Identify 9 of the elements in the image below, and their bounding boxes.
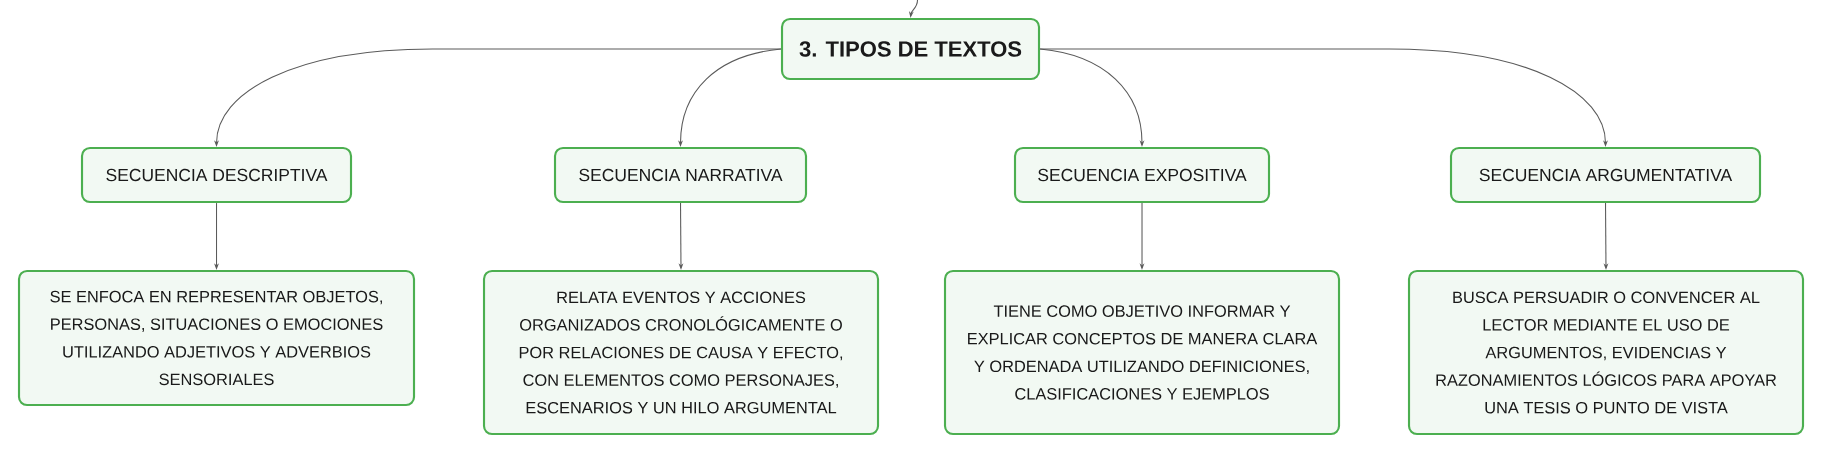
description-box: TIENE COMO OBJETIVO INFORMAR Y EXPLICAR CONCEPTOS DE MANERA CLARA Y ORDENADA UTILIZANDO DEFINICIONES, CLASIFICACIONES Y EJEMPLOS [943, 269, 1341, 436]
description-box: RELATA EVENTOS Y ACCIONES ORGANIZADOS CRONOLÓGICAMENTE O POR RELACIONES DE CAUSA Y EFECTO, CON ELEMENTOS COMO PERSONAJES, ESCENARIOS Y UN HILO ARGUMENTAL [482, 269, 880, 436]
category-box: SECUENCIA EXPOSITIVA [1013, 146, 1271, 204]
category-box: SECUENCIA NARRATIVA [553, 146, 808, 204]
category-box: SECUENCIA DESCRIPTIVA [80, 146, 353, 204]
description-box: SE ENFOCA EN REPRESENTAR OBJETOS, PERSONAS, SITUACIONES O EMOCIONES UTILIZANDO ADJETIVOS Y ADVERBIOS SENSORIALES [17, 269, 416, 407]
category-box: SECUENCIA ARGUMENTATIVA [1449, 146, 1762, 204]
description-box: BUSCA PERSUADIR O CONVENCER AL LECTOR MEDIANTE EL USO DE ARGUMENTOS, EVIDENCIAS Y RAZONAMIENTOS LÓGICOS PARA APOYAR UNA TESIS O PUNTO DE VISTA [1407, 269, 1805, 436]
topic-box: 3. TIPOS DE TEXTOS [780, 17, 1041, 81]
